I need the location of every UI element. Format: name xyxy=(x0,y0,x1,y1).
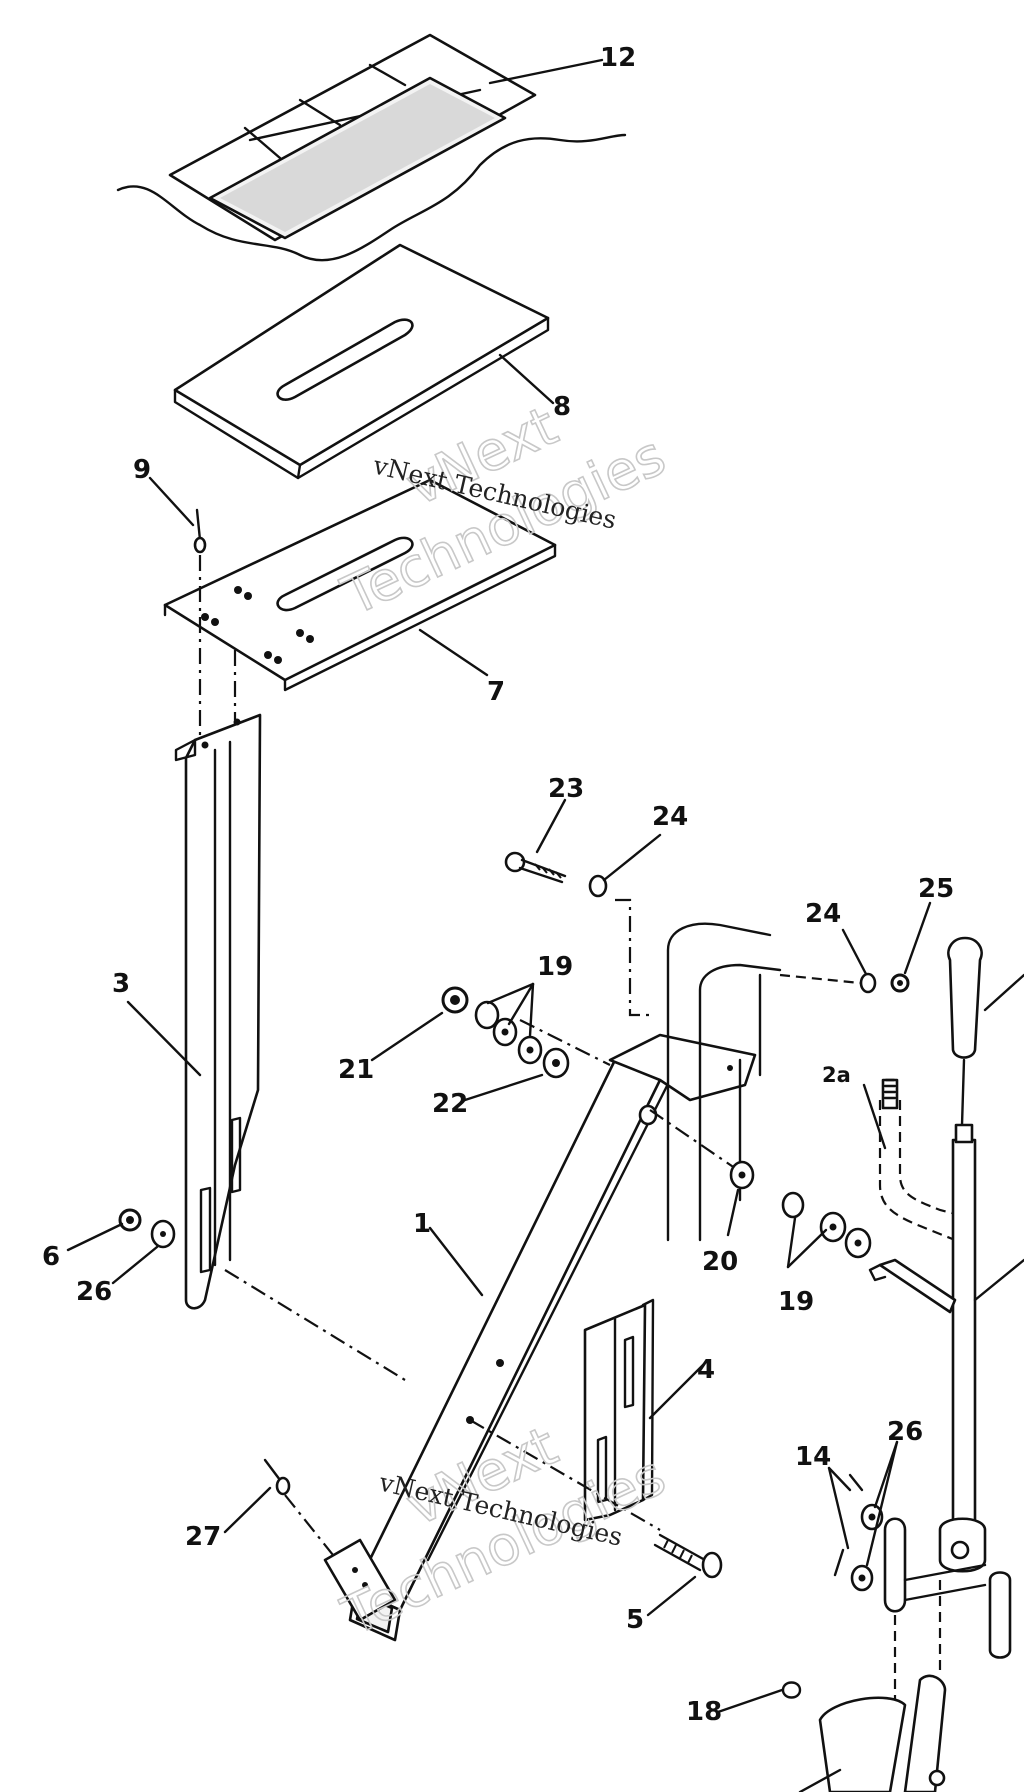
callout-8: 8 xyxy=(553,392,571,422)
callout-21: 21 xyxy=(338,1055,374,1085)
washer-part-24b xyxy=(859,972,877,994)
callout-14: 14 xyxy=(795,1442,831,1472)
washers-part-19a xyxy=(474,1000,543,1065)
bottom-cylinder xyxy=(798,1674,947,1792)
shift-lever xyxy=(868,936,1024,1573)
pin-part-18 xyxy=(781,1681,802,1699)
callout-26-left: 26 xyxy=(76,1277,112,1307)
callout-9: 9 xyxy=(133,455,151,485)
washers-part-26b xyxy=(850,1503,884,1592)
callout-2a: 2a xyxy=(822,1063,851,1087)
pad-plate-part-8 xyxy=(173,243,550,480)
lower-clevis-plate xyxy=(323,1538,397,1622)
callout-5: 5 xyxy=(626,1605,644,1635)
side-bracket-part-4 xyxy=(583,1298,655,1522)
pin-part-14 xyxy=(833,1473,864,1577)
nut-part-21 xyxy=(441,986,469,1014)
washer-part-22 xyxy=(542,1047,570,1079)
leader-lines xyxy=(66,58,932,1714)
callout-24-upper: 24 xyxy=(652,802,688,832)
linkage-part-2a xyxy=(878,1078,961,1242)
main-tube-part-1 xyxy=(348,1033,757,1642)
bolt-part-23 xyxy=(504,851,567,884)
floor-panel-part-12 xyxy=(116,33,627,262)
callout-4: 4 xyxy=(697,1355,715,1385)
callout-24-right: 24 xyxy=(805,899,841,929)
callout-26-right: 26 xyxy=(887,1417,923,1447)
nut-part-6 xyxy=(118,1208,142,1232)
callout-18: 18 xyxy=(686,1697,722,1727)
mounting-plate-part-7 xyxy=(163,478,557,692)
callout-22: 22 xyxy=(432,1089,468,1119)
callout-12: 12 xyxy=(600,43,636,73)
upright-bracket-part-3 xyxy=(174,713,262,1310)
callout-7: 7 xyxy=(487,677,505,707)
bolt-part-5 xyxy=(653,1533,723,1579)
lower-linkage-arm xyxy=(883,1517,1012,1720)
washer-part-24a xyxy=(588,874,608,898)
callout-19-lower: 19 xyxy=(778,1287,814,1317)
washer-part-26a xyxy=(150,1219,176,1249)
callout-25: 25 xyxy=(918,874,954,904)
callout-27: 27 xyxy=(185,1522,221,1552)
callout-6: 6 xyxy=(42,1242,60,1272)
screw-part-9 xyxy=(193,508,207,554)
callout-3: 3 xyxy=(112,969,130,999)
callout-20: 20 xyxy=(702,1247,738,1277)
callout-labels: 12 8 9 7 23 24 24 25 19 3 21 22 2a 20 19… xyxy=(42,43,954,1727)
pin-part-27 xyxy=(263,1458,291,1496)
nut-part-25 xyxy=(890,973,910,993)
callout-1: 1 xyxy=(413,1209,431,1239)
control-rod-loop xyxy=(666,922,782,1242)
callout-19-upper: 19 xyxy=(537,952,573,982)
washers-part-19b xyxy=(781,1191,872,1259)
callout-23: 23 xyxy=(548,774,584,804)
washer-part-20 xyxy=(729,1160,755,1190)
